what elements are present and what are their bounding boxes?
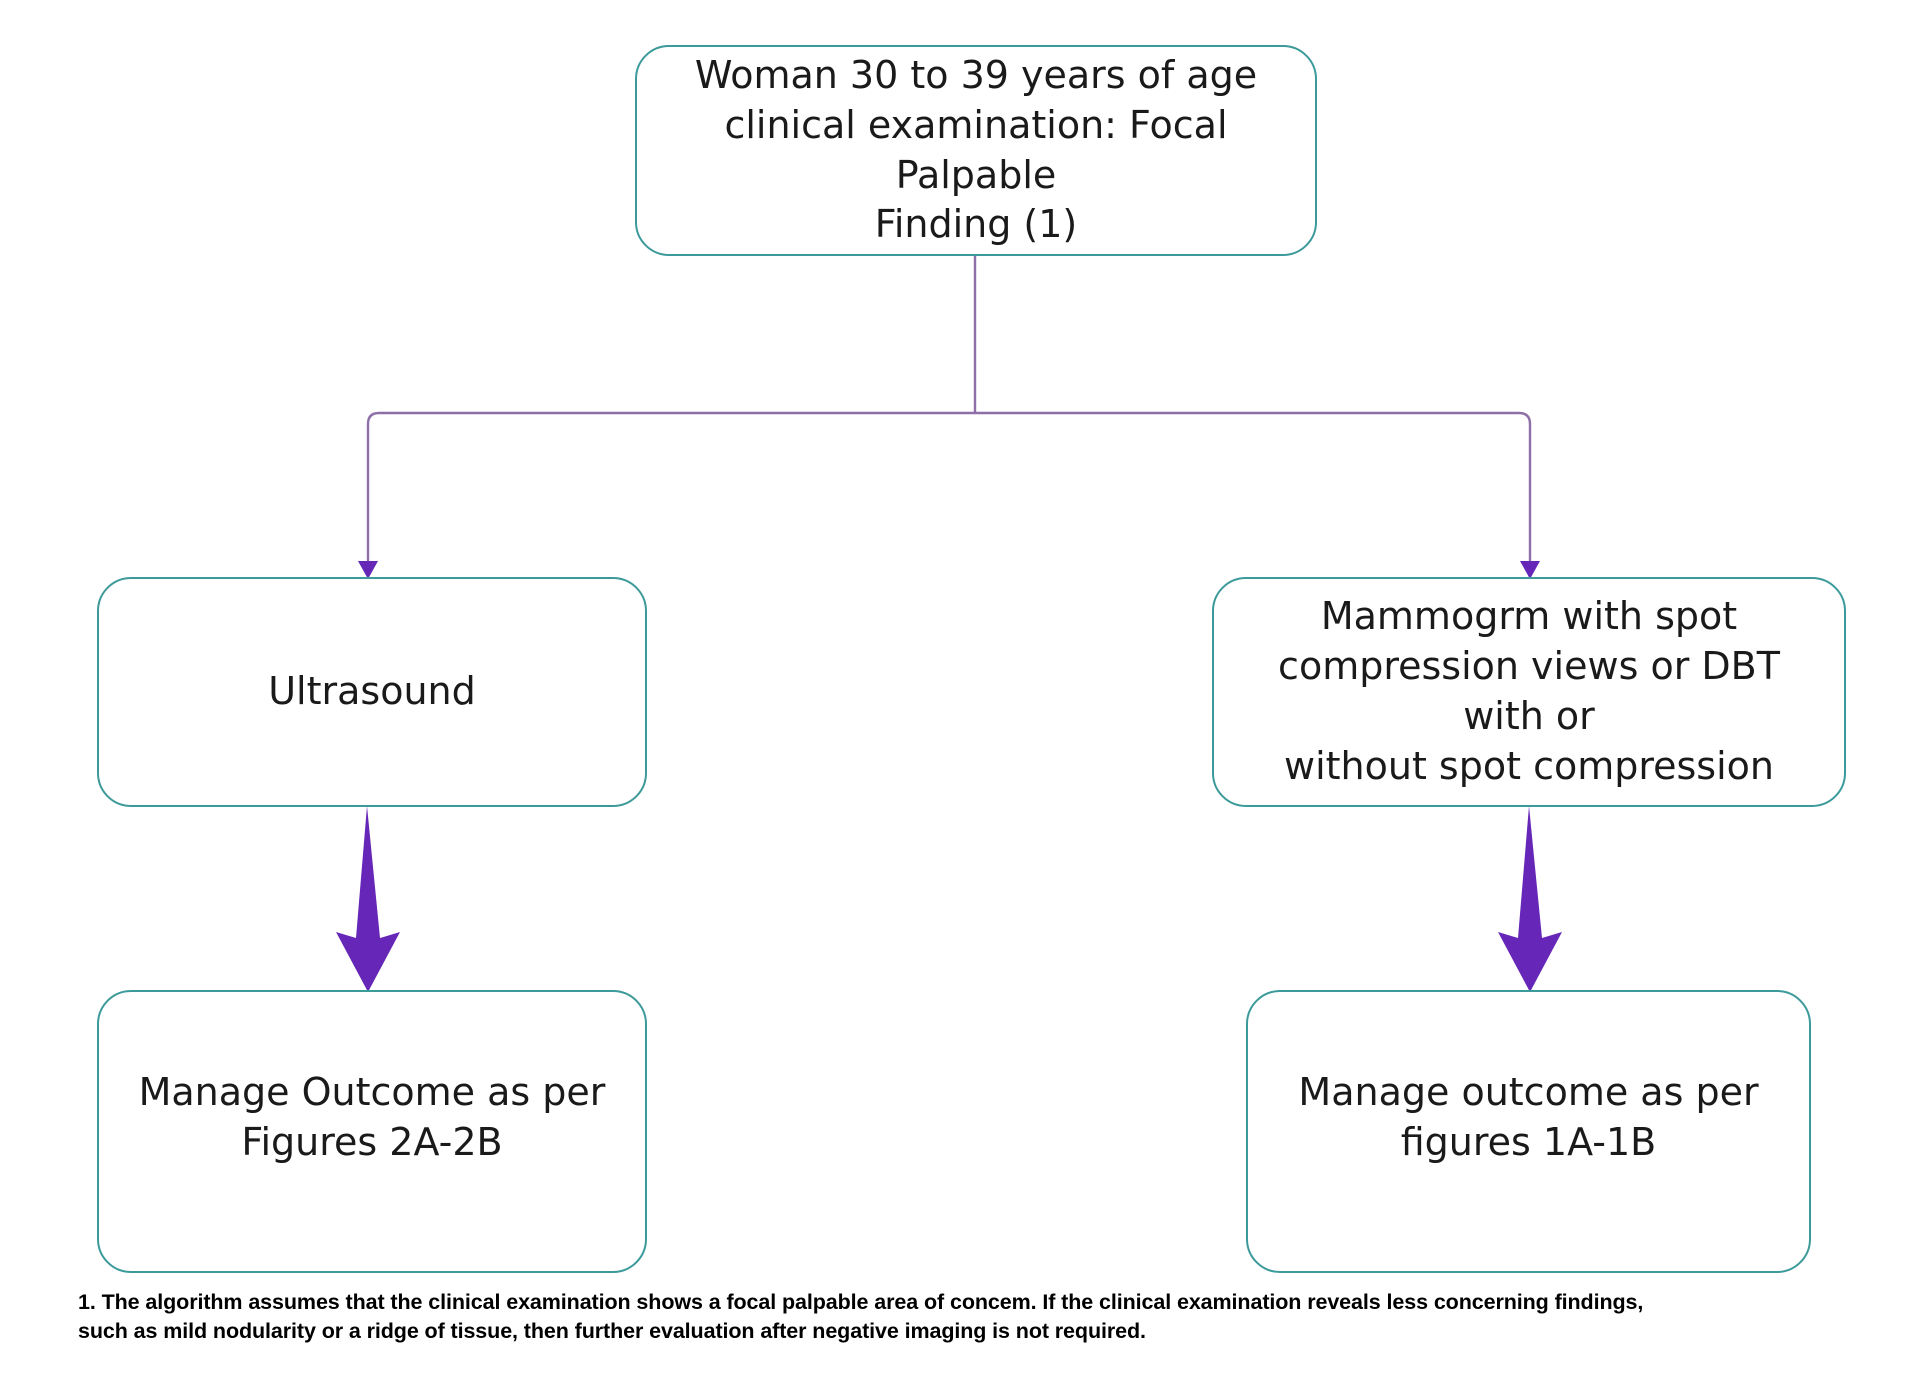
- node-mammogram-label: Mammogrm with spot compression views or …: [1278, 594, 1780, 788]
- node-ultrasound[interactable]: Ultrasound: [97, 577, 647, 807]
- connector-left-elbow: [366, 411, 975, 565]
- footnote-line-2: such as mild nodularity or a ridge of ti…: [78, 1319, 1146, 1344]
- connector-right-elbow: [975, 411, 1532, 565]
- node-root-focal-palpable-finding[interactable]: Woman 30 to 39 years of age clinical exa…: [635, 45, 1317, 256]
- node-outcome-left-label: Manage Outcome as per Figures 2A-2B: [138, 1069, 606, 1164]
- node-mammogram-spot-compression[interactable]: Mammogrm with spot compression views or …: [1212, 577, 1846, 807]
- node-outcome-right-label: Manage outcome as per figures 1A-1B: [1298, 1069, 1759, 1164]
- footnote: 1. The algorithm assumes that the clinic…: [78, 1288, 1868, 1347]
- node-manage-outcome-figures-1a-1b[interactable]: Manage outcome as per figures 1A-1B: [1246, 990, 1811, 1273]
- footnote-line-1: 1. The algorithm assumes that the clinic…: [78, 1290, 1644, 1314]
- thick-arrow-mammogram-to-outcome-icon: [1498, 806, 1562, 992]
- thick-arrow-ultrasound-to-outcome-icon: [336, 806, 400, 992]
- node-root-label: Woman 30 to 39 years of age clinical exa…: [694, 52, 1258, 247]
- node-ultrasound-label: Ultrasound: [268, 669, 476, 714]
- node-manage-outcome-figures-2a-2b[interactable]: Manage Outcome as per Figures 2A-2B: [97, 990, 647, 1273]
